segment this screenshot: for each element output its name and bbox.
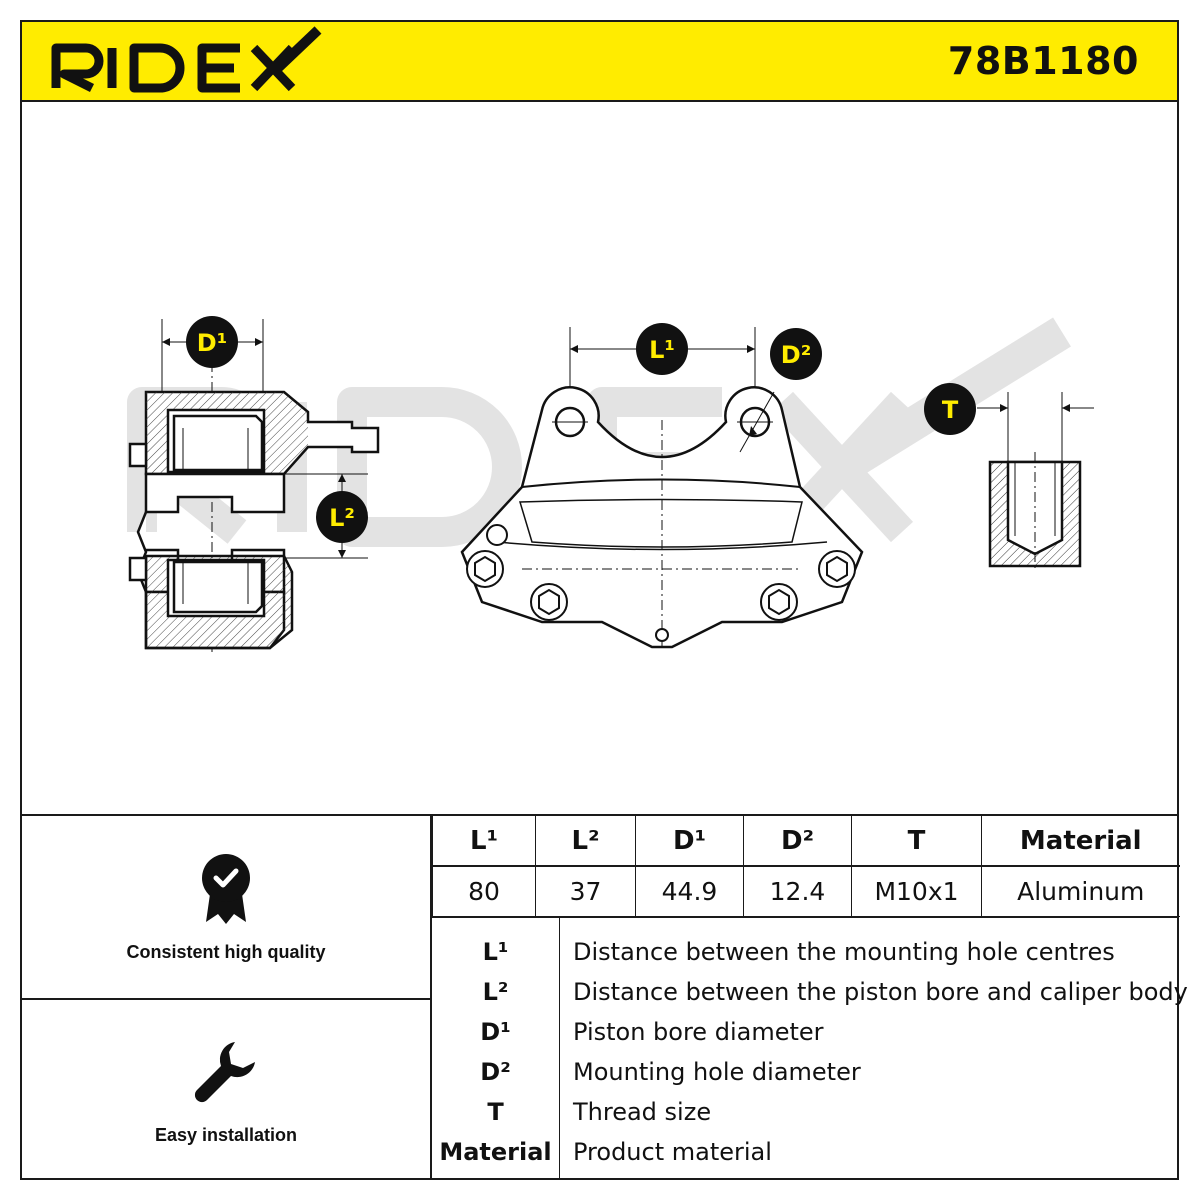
legend-row: L¹ Distance between the mounting hole ce… — [432, 932, 1179, 972]
legend: L¹ Distance between the mounting hole ce… — [432, 916, 1188, 1180]
legend-row: D¹ Piston bore diameter — [432, 1012, 1179, 1052]
spec-value-cell: 37 — [535, 865, 636, 917]
product-sheet: 78B1180 — [20, 20, 1188, 1180]
spec-value-cell: Aluminum — [981, 865, 1180, 917]
part-number: 78B1180 — [947, 39, 1139, 83]
marker-l2: L² — [316, 491, 368, 543]
legend-description: Distance between the piston bore and cal… — [573, 978, 1188, 1006]
marker-d1: D¹ — [186, 316, 238, 368]
svg-text:D²: D² — [781, 341, 811, 369]
svg-text:L²: L² — [329, 504, 355, 532]
wrench-icon — [194, 1042, 255, 1103]
svg-text:T: T — [942, 396, 959, 424]
svg-text:L¹: L¹ — [649, 336, 675, 364]
legend-description: Thread size — [573, 1098, 712, 1126]
svg-text:D¹: D¹ — [197, 329, 227, 357]
legend-key: T — [487, 1098, 504, 1126]
section-view — [128, 319, 380, 652]
legend-row: D² Mounting hole diameter — [432, 1052, 1179, 1092]
bolt-heads — [466, 524, 856, 642]
spec-header-cell: D¹ — [635, 816, 744, 867]
legend-key: Material — [439, 1138, 552, 1166]
legend-divider — [559, 918, 560, 1180]
spec-section: Consistent high quality Easy installatio… — [22, 814, 1188, 1180]
legend-description: Product material — [573, 1138, 772, 1166]
feature-list: Consistent high quality Easy installatio… — [22, 816, 432, 1180]
legend-key: L¹ — [482, 938, 509, 966]
spec-value-cell: M10x1 — [851, 865, 982, 917]
spec-header-cell: L¹ — [432, 816, 536, 867]
feature-installation-label: Easy installation — [154, 1125, 298, 1145]
spec-value-row: 80 37 44.9 12.4 M10x1 Aluminum — [432, 865, 1180, 917]
legend-row: T Thread size — [432, 1092, 1179, 1132]
legend-row: L² Distance between the piston bore and … — [432, 972, 1188, 1012]
legend-key: D¹ — [480, 1018, 511, 1046]
spec-value-cell: 80 — [432, 865, 536, 917]
marker-d2: D² — [770, 328, 822, 380]
legend-description: Mounting hole diameter — [573, 1058, 861, 1086]
spec-table: L¹ L² D¹ D² T Material 80 37 44.9 12.4 M… — [432, 816, 1180, 917]
thread-section — [977, 392, 1094, 572]
marker-l1: L¹ — [636, 323, 688, 375]
ridex-logo — [51, 26, 322, 93]
legend-row: Material Product material — [432, 1132, 1179, 1172]
legend-key: L² — [482, 978, 509, 1006]
legend-description: Distance between the mounting hole centr… — [573, 938, 1115, 966]
technical-drawing: D¹ L² L¹ D² T — [22, 102, 1177, 814]
feature-quality-label: Consistent high quality — [126, 942, 326, 962]
spec-header-cell: L² — [535, 816, 636, 867]
feature-quality: Consistent high quality — [22, 816, 430, 1000]
marker-t: T — [924, 383, 976, 435]
caliper-drawing: D¹ L² L¹ D² T — [127, 316, 1094, 652]
legend-description: Piston bore diameter — [573, 1018, 824, 1046]
spec-value-cell: 12.4 — [743, 865, 852, 917]
legend-key: D² — [480, 1058, 511, 1086]
quality-badge-icon — [202, 854, 250, 924]
spec-header-cell: D² — [743, 816, 852, 867]
spec-value-cell: 44.9 — [635, 865, 744, 917]
front-view — [460, 327, 864, 649]
feature-installation: Easy installation — [22, 1000, 430, 1180]
spec-header-cell: T — [851, 816, 982, 867]
spec-header-cell: Material — [981, 816, 1180, 867]
spec-header-row: L¹ L² D¹ D² T Material — [432, 816, 1180, 867]
header-bar: 78B1180 — [22, 22, 1177, 102]
